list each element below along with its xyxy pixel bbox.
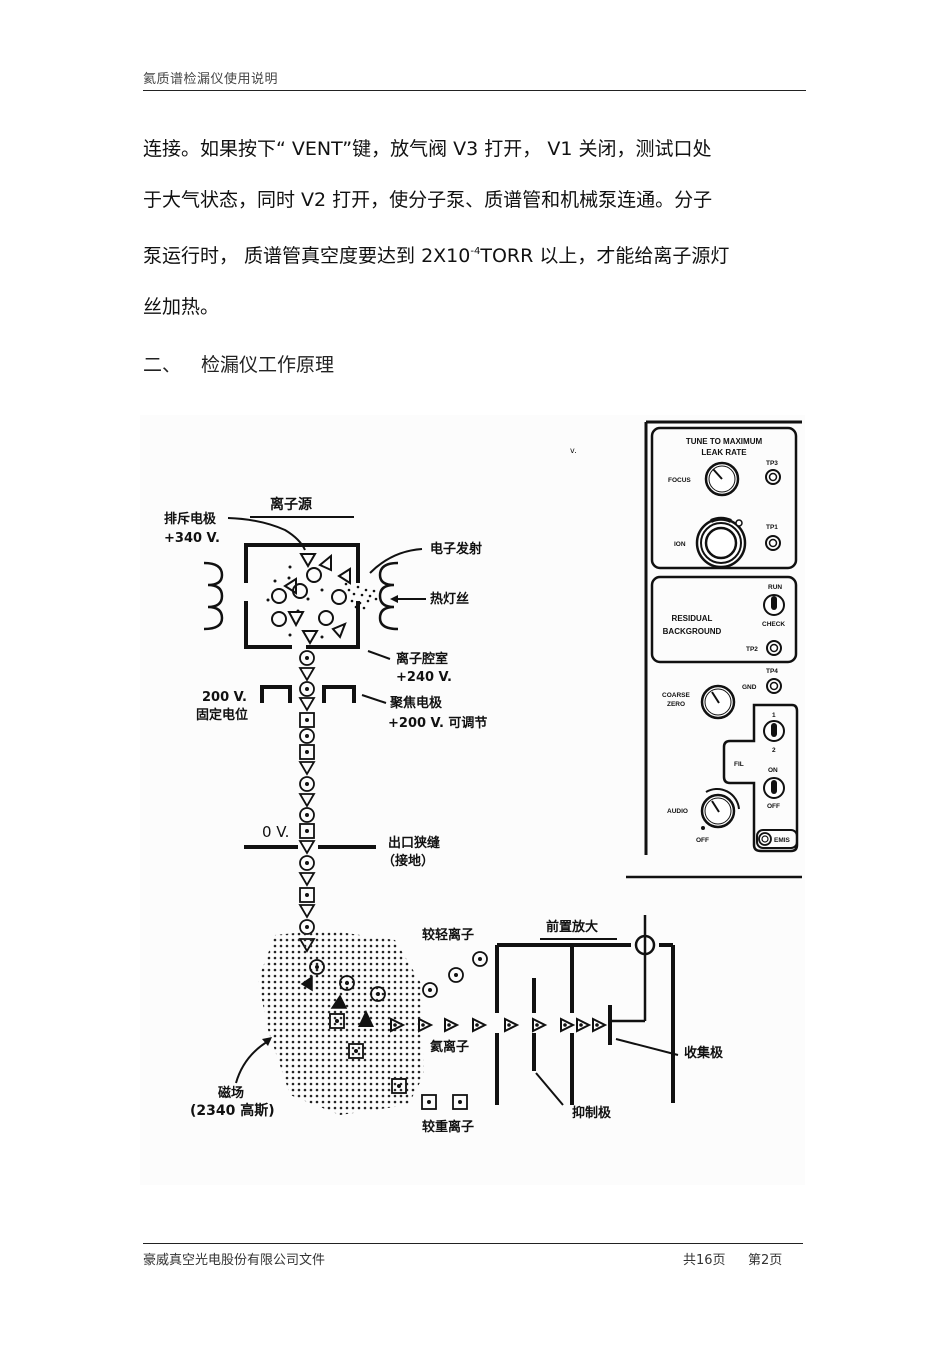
separated-ions: 较轻离子 氦离子 较重离子 (390, 927, 606, 1135)
body-line-4: 丝加热。 (143, 296, 220, 318)
tp1-label: TP1 (766, 524, 778, 531)
audio-label: AUDIO (667, 808, 688, 815)
fil-group-box (722, 703, 799, 853)
electron-emission-leader (369, 548, 423, 574)
chamber-leader (367, 650, 391, 660)
fil-2-label: 2 (772, 747, 776, 754)
tp3-jack[interactable] (765, 469, 781, 485)
chamber-label: 离子腔室 (396, 651, 448, 667)
detector: 前置放大 抑制极 收集极 (495, 915, 724, 1121)
repeller-label: 排斥电极 (164, 511, 217, 527)
repeller-voltage: +340 V. (164, 531, 220, 546)
tp4-jack[interactable] (766, 678, 782, 694)
ion-label: ION (674, 541, 686, 548)
coarse-line1: COARSE (662, 692, 690, 699)
exponent: -4 (470, 246, 481, 257)
body-paragraph: 连接。如果按下“ VENT”键，放气阀 V3 打开， V1 关闭，测试口处 于大… (143, 124, 813, 333)
filament-coil (378, 561, 399, 631)
gnd-label: GND (742, 684, 757, 691)
exit-slit-label: 出口狭缝 (388, 835, 440, 851)
focus-electrode (322, 685, 356, 703)
section-heading: 二、检漏仪工作原理 (143, 350, 334, 377)
emis-label: EMIS (774, 837, 791, 844)
chamber-voltage: +240 V. (396, 670, 452, 685)
fil-label: FIL (734, 761, 744, 768)
leak-detector-principle-figure: v. 离子源 排斥电极 +340 V. (140, 415, 805, 1185)
ion-particles (266, 553, 378, 645)
coarse-line2: ZERO (667, 701, 685, 708)
ion-source: 离子源 排斥电极 +340 V. (164, 496, 482, 685)
figure-svg: v. 离子源 排斥电极 +340 V. (164, 420, 802, 1135)
electron-emission-label: 电子发射 (430, 541, 482, 557)
tp1-jack[interactable] (765, 535, 781, 551)
body-line-1: 连接。如果按下“ VENT”键，放气阀 V3 打开， V1 关闭，测试口处 (143, 138, 712, 160)
on-label: ON (768, 767, 778, 774)
footer-total-pages: 共16页 (683, 1253, 726, 1268)
chamber-bottom (244, 601, 360, 649)
focus-electrode-label: 聚焦电极 (389, 695, 443, 711)
focus-knob[interactable] (704, 461, 740, 497)
magnetic-field-region (258, 930, 424, 1115)
running-header-title: 氦质谱检漏仪使用说明 (143, 72, 279, 87)
section-title: 检漏仪工作原理 (201, 354, 335, 376)
body-line-3-prefix: 泵运行时， 质谱管真空度要达到 2X10 (143, 245, 471, 267)
residual-line2: BACKGROUND (663, 627, 722, 636)
tp2-label: TP2 (746, 646, 758, 653)
exit-slit-ground: （接地） (382, 853, 434, 869)
run-label: RUN (768, 584, 782, 591)
tp2-jack[interactable] (766, 640, 782, 656)
focus-electrodes: 200 V. 固定电位 聚焦电极 +200 V. 可调节 (196, 685, 487, 731)
ion-beam-column (299, 650, 315, 952)
audio-off-label: OFF (696, 837, 709, 844)
tune-line1: TUNE TO MAXIMUM (686, 437, 763, 446)
emis-indicator (756, 829, 798, 849)
left-coil (203, 561, 224, 631)
lighter-ions-label: 较轻离子 (422, 927, 474, 943)
magnet-label: 磁场 (218, 1085, 244, 1101)
chamber-top (244, 543, 360, 583)
focus-electrode-voltage: +200 V. 可调节 (388, 715, 487, 731)
suppressor-label: 抑制极 (572, 1105, 612, 1121)
ion-knob[interactable] (695, 516, 747, 569)
heavier-ions-label: 较重离子 (422, 1119, 474, 1135)
tp3-label: TP3 (766, 460, 778, 467)
header-rule (143, 90, 806, 91)
fixed-label: 固定电位 (196, 707, 248, 723)
preamp-label: 前置放大 (546, 919, 598, 935)
filament-label: 热灯丝 (430, 591, 469, 607)
body-line-3: 泵运行时， 质谱管真空度要达到 2X10-4TORR 以上，才能给离子源灯 (143, 226, 813, 282)
focus-label: FOCUS (668, 477, 691, 484)
footer-current-page: 第2页 (748, 1253, 783, 1268)
fixed-voltage: 200 V. (202, 690, 247, 705)
audio-knob[interactable] (700, 788, 740, 829)
magnetic-field: 磁场 (2340 高斯) (190, 930, 424, 1119)
helium-ions-label: 氦离子 (430, 1039, 469, 1055)
fil-select-toggle[interactable] (763, 720, 785, 742)
coarse-zero-knob[interactable] (700, 684, 736, 720)
exit-slit: 0 V. 出口狭缝 （接地） (244, 823, 440, 869)
check-label: CHECK (762, 621, 785, 628)
control-panel: TUNE TO MAXIMUM LEAK RATE FOCUS TP3 ION … (626, 420, 802, 879)
tp4-label: TP4 (766, 668, 778, 675)
body-line-2: 于大气状态，同时 V2 打开，使分子泵、质谱管和机械泵连通。分子 (143, 189, 713, 211)
stray-mark: v. (570, 446, 577, 455)
run-check-toggle[interactable] (763, 594, 785, 616)
footer-rule (143, 1243, 803, 1244)
residual-line1: RESIDUAL (672, 614, 713, 623)
section-number: 二、 (143, 354, 182, 376)
body-line-3-suffix: TORR 以上，才能给离子源灯 (480, 245, 730, 267)
fixed-electrode (260, 685, 292, 703)
fil-1-label: 1 (772, 712, 776, 719)
fil-power-toggle[interactable] (763, 777, 785, 799)
tune-line2: LEAK RATE (701, 448, 747, 457)
exit-slit-voltage: 0 V. (262, 823, 289, 841)
footer-company: 豪威真空光电股份有限公司文件 (143, 1253, 326, 1268)
ion-source-title: 离子源 (270, 496, 312, 513)
collector-label: 收集极 (684, 1045, 724, 1061)
magnet-strength: (2340 高斯) (190, 1102, 275, 1119)
off-label: OFF (767, 803, 780, 810)
